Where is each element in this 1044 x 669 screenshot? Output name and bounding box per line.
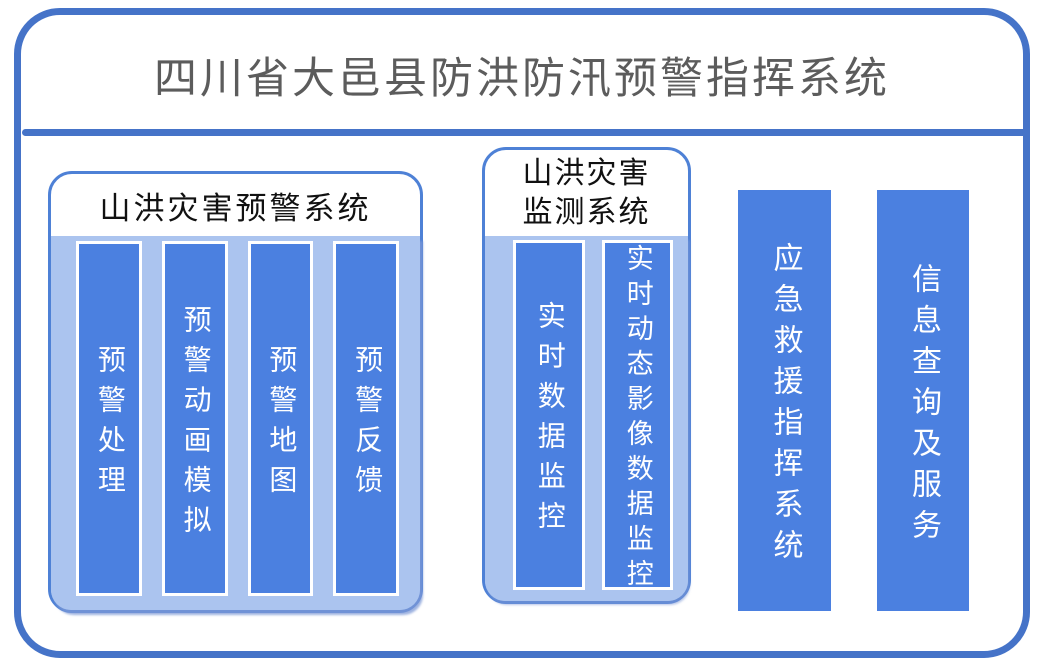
bar-realtime-data-monitoring-label: 实时数据监控 — [533, 301, 565, 541]
bar-warning-animation-simulation-label: 预警动画模拟 — [179, 304, 211, 545]
flood-warning-group-title: 山洪灾害预警系统 — [99, 190, 372, 226]
flood-monitoring-system-group: 山洪灾害 监测系统 实时数据监控 实时动态影像数据监控 — [482, 147, 691, 604]
flood-monitoring-group-panel: 实时数据监控 实时动态影像数据监控 — [485, 236, 688, 601]
main-title: 四川省大邑县防洪防汛预警指挥系统 — [154, 55, 890, 103]
flood-warning-group-panel: 预警处理 预警动画模拟 预警地图 预警反馈 — [51, 236, 420, 610]
bar-warning-map-label: 预警地图 — [265, 344, 297, 505]
bar-warning-processing-label: 预警处理 — [93, 344, 125, 505]
title-divider-line — [22, 129, 1023, 136]
flood-monitoring-bars-row: 实时数据监控 实时动态影像数据监控 — [513, 240, 673, 594]
bar-warning-processing: 预警处理 — [76, 241, 142, 596]
bar-realtime-dynamic-video-data-monitoring-label: 实时动态影像数据监控 — [622, 244, 653, 594]
flood-monitoring-group-title-line2: 监测系统 — [522, 196, 651, 229]
bar-warning-feedback: 预警反馈 — [333, 241, 399, 596]
flood-warning-system-group: 山洪灾害预警系统 预警处理 预警动画模拟 预警地图 预警反馈 — [48, 171, 423, 613]
flood-warning-bars-row: 预警处理 预警动画模拟 预警地图 预警反馈 — [76, 241, 399, 596]
bar-warning-feedback-label: 预警反馈 — [351, 344, 383, 505]
bar-information-query-and-service: 信息查询及服务 — [877, 190, 969, 611]
bar-emergency-rescue-command-system-label: 应急救援指挥系统 — [768, 242, 802, 570]
bar-warning-map: 预警地图 — [247, 241, 314, 596]
bar-realtime-dynamic-video-data-monitoring: 实时动态影像数据监控 — [601, 240, 673, 594]
bar-emergency-rescue-command-system: 应急救援指挥系统 — [738, 190, 831, 611]
flood-monitoring-group-title: 山洪灾害 监测系统 — [485, 150, 688, 236]
bar-warning-animation-simulation: 预警动画模拟 — [161, 241, 228, 596]
outer-frame — [14, 8, 1030, 658]
bar-realtime-data-monitoring: 实时数据监控 — [513, 240, 585, 590]
bar-information-query-and-service-label: 信息查询及服务 — [907, 262, 940, 550]
flood-monitoring-group-title-line1: 山洪灾害 — [522, 157, 651, 190]
